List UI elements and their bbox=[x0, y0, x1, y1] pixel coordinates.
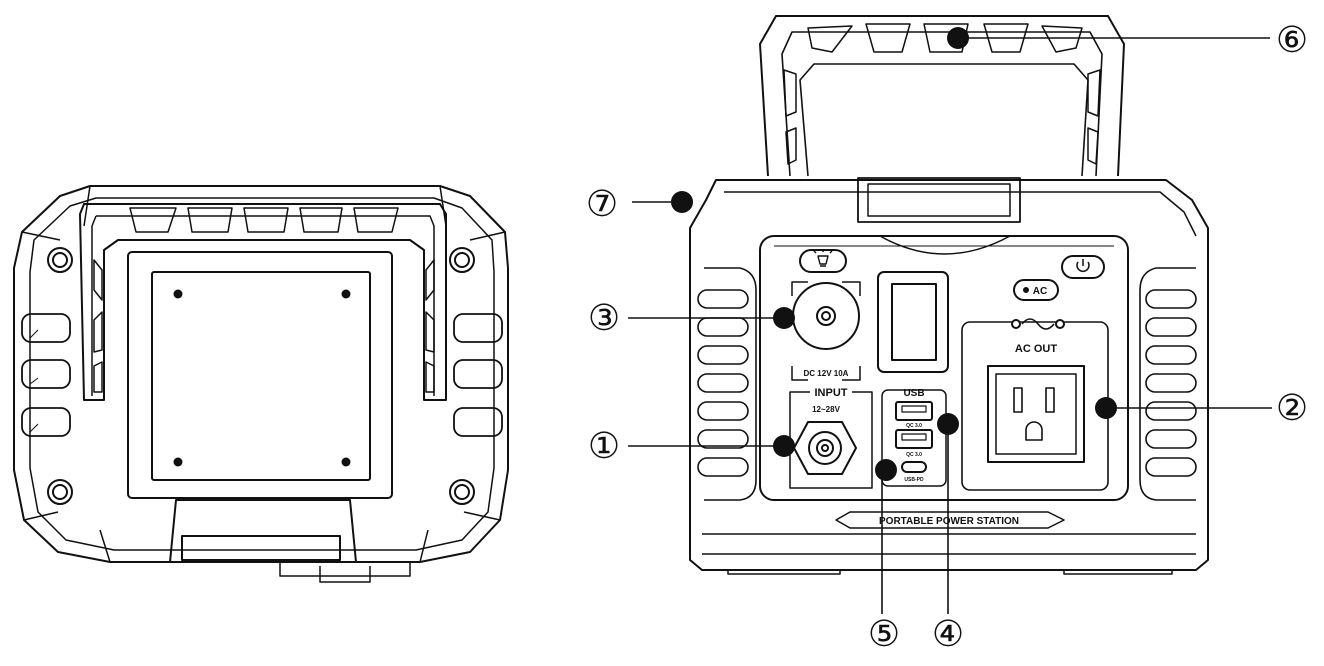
ac-button[interactable] bbox=[1013, 279, 1059, 301]
usb-pd-label: USB-PD bbox=[904, 477, 924, 483]
usb-title-label: USB bbox=[903, 388, 924, 399]
usb-a-port-top[interactable] bbox=[895, 401, 933, 421]
light-bulb-icon bbox=[813, 250, 833, 267]
callout-5: ⑤ bbox=[868, 613, 900, 654]
ac-button-label: AC bbox=[1033, 286, 1047, 297]
ac-out-label: AC OUT bbox=[1015, 343, 1057, 355]
ac-outlet[interactable] bbox=[987, 365, 1085, 463]
rear-right-grip-pads bbox=[453, 313, 503, 437]
usb-panel-frame bbox=[881, 389, 947, 487]
rear-foot-tab bbox=[279, 562, 411, 583]
dc-outlet-frame bbox=[791, 281, 861, 381]
input-title-label: INPUT bbox=[815, 387, 848, 399]
dc-rating-label: DC 12V 10A bbox=[804, 369, 849, 378]
front-view bbox=[689, 15, 1209, 575]
dc-12v-outlet[interactable] bbox=[792, 282, 860, 350]
front-panel bbox=[759, 235, 1129, 501]
callout-2: ② bbox=[1276, 387, 1308, 428]
rear-corner-screw bbox=[47, 479, 73, 505]
nameplate-label: PORTABLE POWER STATION bbox=[879, 516, 1019, 527]
leader-lines bbox=[628, 37, 1272, 614]
rear-label-window bbox=[181, 535, 341, 561]
qc-top-label: QC 3.0 bbox=[906, 423, 922, 429]
rear-view bbox=[13, 185, 509, 583]
light-button[interactable] bbox=[799, 249, 847, 273]
rear-corner-screw bbox=[449, 247, 475, 273]
front-left-grip-column bbox=[697, 267, 757, 501]
input-panel-frame bbox=[789, 391, 873, 489]
front-top-cap bbox=[689, 179, 1209, 571]
rear-folded-handle bbox=[79, 203, 447, 401]
power-button[interactable] bbox=[1061, 255, 1105, 279]
lcd-display bbox=[891, 283, 937, 361]
rear-corner-screw bbox=[47, 247, 73, 273]
callout-7: ⑦ bbox=[586, 183, 618, 224]
usb-a-port-mid[interactable] bbox=[895, 429, 933, 449]
callout-6: ⑥ bbox=[1276, 19, 1308, 60]
rear-plate-screw bbox=[341, 289, 351, 299]
input-12-28v-port[interactable] bbox=[793, 421, 857, 475]
rear-plate-screw bbox=[173, 457, 183, 467]
usb-c-port[interactable] bbox=[901, 461, 927, 473]
callout-1: ① bbox=[588, 425, 620, 466]
rear-plate-screw bbox=[341, 457, 351, 467]
leader-dots bbox=[671, 27, 1117, 481]
rear-body-outline bbox=[13, 185, 509, 563]
rear-bottom-step bbox=[169, 499, 357, 563]
nameplate-frame bbox=[835, 511, 1065, 529]
rear-corner-screw bbox=[449, 479, 475, 505]
lcd-display-bezel bbox=[877, 271, 949, 373]
rear-left-grip-pads bbox=[21, 313, 71, 437]
qc-mid-label: QC 3.0 bbox=[906, 452, 922, 458]
callout-3: ③ bbox=[588, 297, 620, 338]
ac-wave-symbol bbox=[1021, 318, 1055, 330]
power-icon bbox=[1076, 259, 1090, 272]
callout-4: ④ bbox=[932, 613, 964, 654]
front-handle bbox=[759, 15, 1125, 177]
rear-back-plate bbox=[127, 251, 393, 499]
input-range-label: 12~28V bbox=[812, 405, 840, 414]
front-right-grip-column bbox=[1139, 267, 1197, 501]
rear-plate-screw bbox=[173, 289, 183, 299]
